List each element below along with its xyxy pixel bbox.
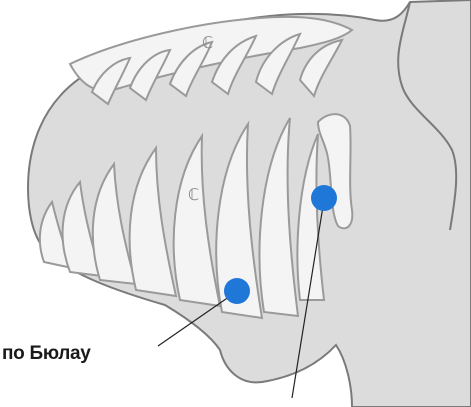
- bulau-label: по Бюлау: [2, 343, 91, 365]
- rib-mark-mid: ℂ: [188, 187, 199, 204]
- rib-mark-top: ℂ: [202, 35, 213, 52]
- marker-second: [311, 185, 337, 211]
- marker-bulau: [224, 278, 250, 304]
